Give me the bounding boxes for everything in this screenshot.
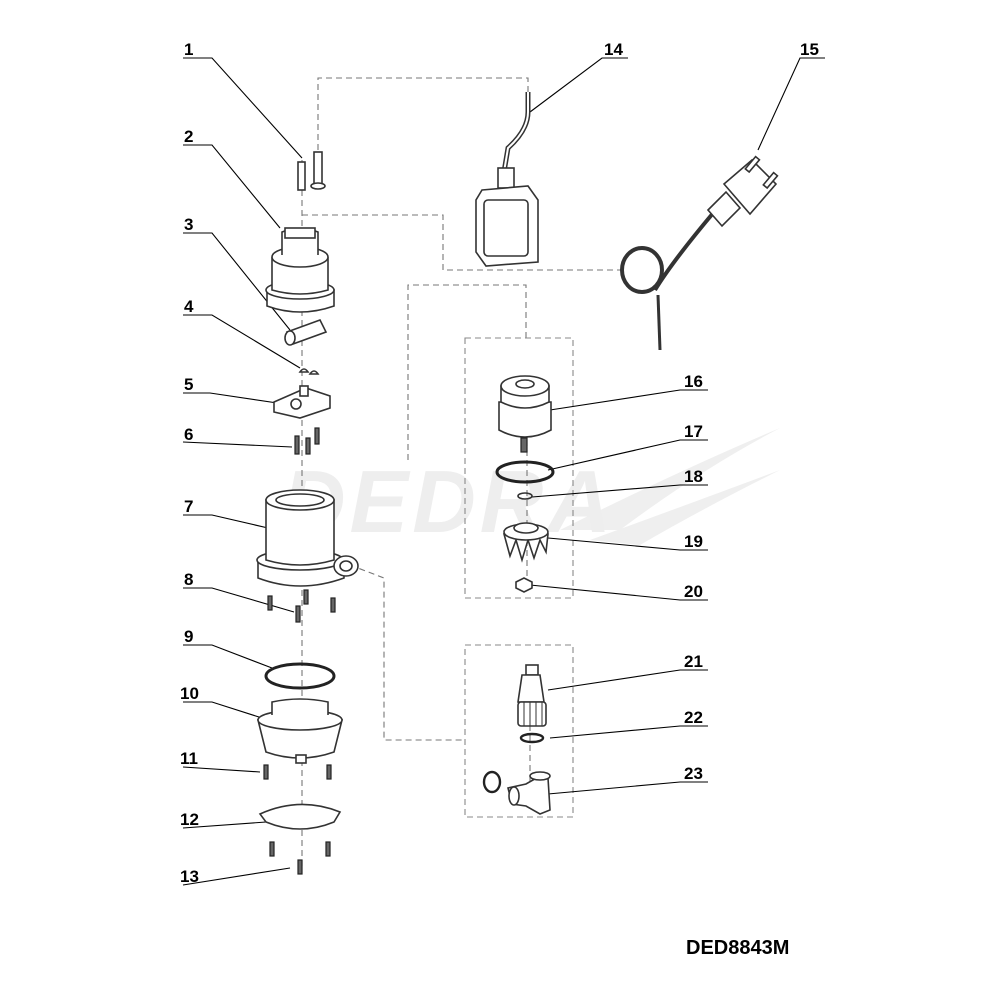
- part-6-screws: [294, 427, 320, 455]
- label-22: 22: [684, 708, 703, 727]
- label-19: 19: [684, 532, 703, 551]
- part-3-float: [284, 319, 328, 346]
- label-6: 6: [184, 425, 193, 444]
- label-13: 13: [180, 867, 199, 886]
- label-12: 12: [180, 810, 199, 829]
- part-16-motor-rotor: [498, 375, 552, 453]
- label-23: 23: [684, 764, 703, 783]
- label-17: 17: [684, 422, 703, 441]
- part-number-labels: 1 2 3 4 5 6 7 8 9 10 11 12 13 14 15 16 1…: [180, 40, 819, 886]
- part-22-o-ring: [519, 732, 545, 744]
- label-7: 7: [184, 497, 193, 516]
- outlet-parts-box: [464, 644, 574, 818]
- label-5: 5: [184, 375, 193, 394]
- label-1: 1: [184, 40, 193, 59]
- label-20: 20: [684, 582, 703, 601]
- part-11-screws: [263, 764, 332, 780]
- leader-lines: [182, 57, 825, 886]
- label-21: 21: [684, 652, 703, 671]
- part-4-clips: [298, 368, 320, 375]
- label-15: 15: [800, 40, 819, 59]
- part-21-outlet-connector: [517, 664, 547, 727]
- part-23-elbow: [482, 770, 551, 815]
- model-number: DED8843M: [686, 937, 789, 959]
- part-17-o-ring: [495, 460, 555, 484]
- part-13-screws: [269, 841, 331, 875]
- part-12-bottom-plate: [258, 803, 342, 830]
- label-8: 8: [184, 570, 193, 589]
- part-19-impeller: [502, 522, 549, 563]
- label-9: 9: [184, 627, 193, 646]
- part-2-handle-cover: [265, 227, 335, 313]
- part-8-screws: [267, 589, 336, 623]
- part-7-motor-housing: [256, 489, 359, 587]
- label-18: 18: [684, 467, 703, 486]
- label-11: 11: [180, 749, 198, 768]
- part-9-o-ring: [264, 662, 336, 690]
- part-5-bracket: [273, 385, 331, 419]
- label-2: 2: [184, 127, 193, 146]
- label-4: 4: [184, 297, 194, 316]
- part-20-nut: [515, 577, 533, 593]
- part-18-washer: [517, 492, 533, 500]
- part-15-power-cord: [620, 155, 779, 351]
- label-14: 14: [604, 40, 623, 59]
- part-10-pump-base: [256, 698, 344, 764]
- part-14-float-switch: [475, 92, 539, 267]
- motor-parts-box: [464, 337, 574, 599]
- part-1-screws: [297, 151, 326, 191]
- label-3: 3: [184, 215, 193, 234]
- label-10: 10: [180, 684, 199, 703]
- label-16: 16: [684, 372, 703, 391]
